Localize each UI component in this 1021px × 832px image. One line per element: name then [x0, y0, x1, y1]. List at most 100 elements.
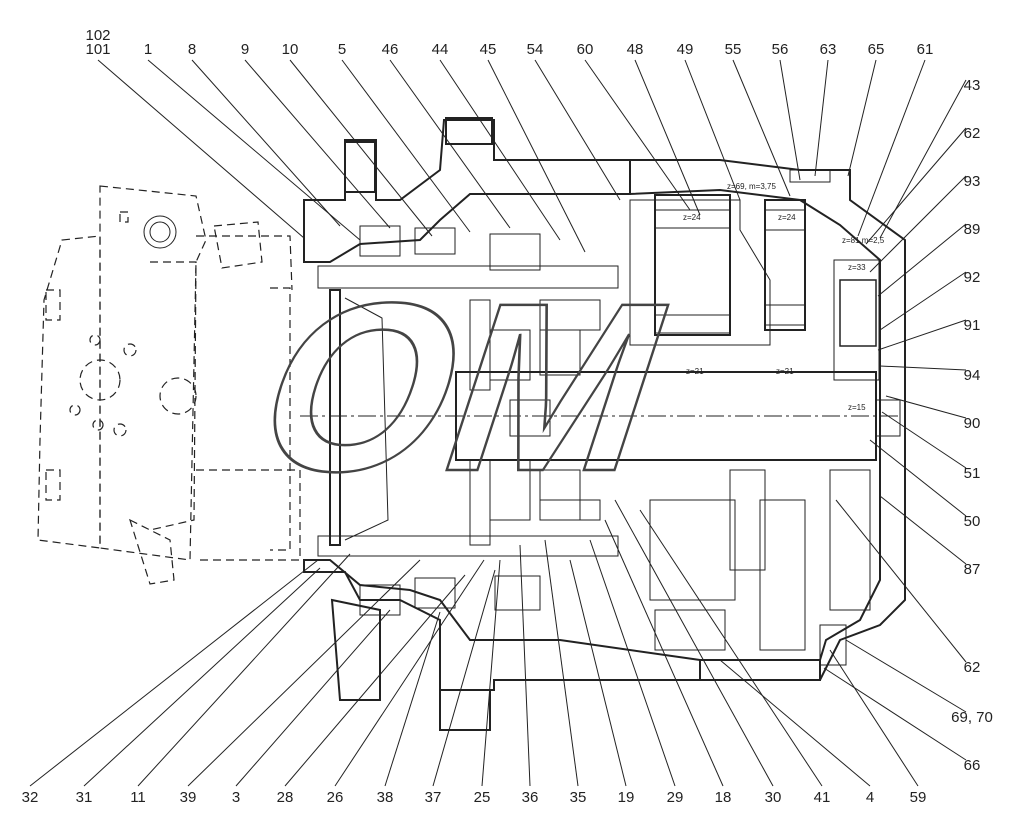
- callout-label: 30: [765, 789, 782, 806]
- leader-line: [432, 569, 496, 787]
- gear-note-3: z=24: [778, 213, 796, 222]
- watermark: OM: [226, 252, 702, 523]
- leader-line: [879, 79, 967, 239]
- leader-line: [879, 365, 967, 371]
- callout-label: 65: [868, 41, 885, 58]
- callout-label: 11: [130, 789, 146, 806]
- callout-label: 69, 70: [951, 709, 993, 726]
- callout-label: 62: [964, 659, 981, 676]
- callout-label: 91: [964, 317, 981, 334]
- callout-label: 90: [964, 415, 981, 432]
- callout-label: 101: [85, 41, 110, 58]
- leader-line: [814, 59, 829, 177]
- callout-label: 35: [570, 789, 587, 806]
- callout-label: 61: [917, 41, 934, 58]
- callout-label: 50: [964, 513, 981, 530]
- callout-label: 29: [667, 789, 684, 806]
- leader-line: [187, 559, 421, 787]
- valve-block-dashed: [37, 185, 301, 585]
- leader-line: [519, 544, 531, 787]
- leader-line: [719, 659, 871, 787]
- leader-line: [29, 559, 319, 787]
- callout-label: 19: [618, 789, 635, 806]
- leader-line: [879, 495, 967, 565]
- leader-line: [845, 639, 967, 713]
- leader-line: [869, 175, 967, 273]
- leader-line: [879, 271, 967, 331]
- leader-line: [881, 411, 967, 469]
- leader-line: [289, 59, 433, 237]
- gear-note-8: z=15: [848, 403, 866, 412]
- callout-label: 92: [964, 269, 981, 286]
- callout-label: 60: [577, 41, 594, 58]
- leader-line: [847, 59, 877, 177]
- callout-label: 32: [22, 789, 39, 806]
- gear-note-5: z=33: [848, 263, 866, 272]
- callout-label: 59: [910, 789, 927, 806]
- gear-note-7: z=21: [776, 367, 794, 376]
- leader-line: [137, 553, 351, 787]
- callout-label: 49: [677, 41, 694, 58]
- gear-note-2: z=24: [683, 213, 701, 222]
- leader-line: [835, 499, 967, 663]
- callout-label: 45: [480, 41, 497, 58]
- callout-label: 31: [76, 789, 93, 806]
- leader-line: [341, 59, 471, 233]
- callout-label: 55: [725, 41, 742, 58]
- callout-label: 36: [522, 789, 539, 806]
- leader-line: [569, 559, 627, 787]
- callout-label: 3: [232, 789, 240, 806]
- leader-line: [732, 59, 791, 197]
- callout-label: 54: [527, 41, 544, 58]
- callout-label: 9: [241, 41, 249, 58]
- callout-label: 56: [772, 41, 789, 58]
- leader-line: [865, 127, 967, 245]
- callout-label: 39: [180, 789, 197, 806]
- leader-line: [147, 59, 361, 241]
- callout-label: 5: [338, 41, 346, 58]
- leader-line: [823, 667, 967, 761]
- gear-annotations: z=69, m=3,75 z=24 z=24 z=81 m=2,5 z=33 z…: [683, 182, 885, 412]
- callout-label: 89: [964, 221, 981, 238]
- gear-note-4: z=81 m=2,5: [842, 236, 885, 245]
- leader-line: [384, 611, 441, 787]
- leader-line: [235, 609, 391, 787]
- callout-label: 51: [964, 465, 981, 482]
- leader-line: [334, 559, 485, 787]
- leader-line: [544, 539, 579, 787]
- leader-line: [877, 223, 967, 297]
- callout-label: 38: [377, 789, 394, 806]
- callout-label: 10: [282, 41, 299, 58]
- callout-label: 46: [382, 41, 399, 58]
- callout-label: 18: [715, 789, 732, 806]
- leader-line: [97, 59, 305, 239]
- callout-label: 94: [964, 367, 981, 384]
- leader-line: [869, 439, 967, 517]
- central-body: [270, 265, 901, 557]
- leader-line: [481, 559, 501, 787]
- callout-label: 26: [327, 789, 344, 806]
- leader-line: [534, 59, 621, 201]
- leader-line: [191, 59, 341, 227]
- callout-label: 8: [188, 41, 196, 58]
- leader-line: [857, 59, 926, 237]
- leader-line: [589, 539, 676, 787]
- watermark-text: OM: [227, 254, 701, 522]
- leader-line: [389, 59, 511, 229]
- leader-line: [487, 59, 586, 253]
- callout-label: 43: [964, 77, 981, 94]
- callout-label: 44: [432, 41, 449, 58]
- leader-line: [634, 59, 701, 216]
- leader-line: [877, 319, 967, 351]
- callout-label: 87: [964, 561, 981, 578]
- callout-label: 25: [474, 789, 491, 806]
- callout-label: 66: [964, 757, 981, 774]
- leader-line: [83, 567, 321, 787]
- callout-label: 4: [866, 789, 874, 806]
- bearings: [359, 225, 541, 616]
- leader-line: [439, 59, 561, 241]
- leader-line: [829, 649, 919, 787]
